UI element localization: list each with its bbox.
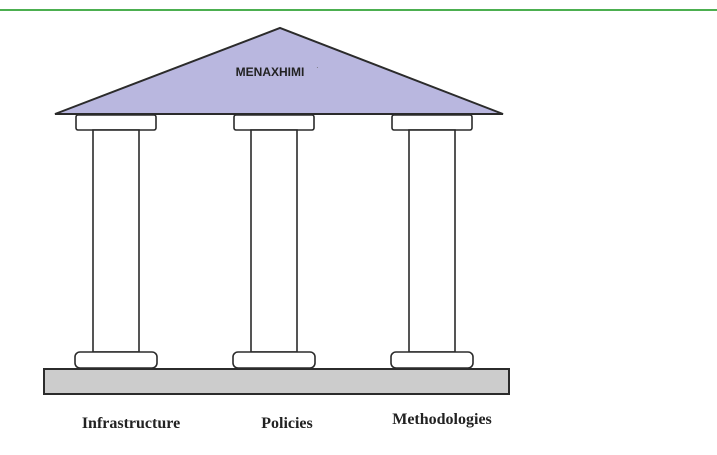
pillar-label-infrastructure: Infrastructure <box>82 415 180 432</box>
roof-title-mark: · <box>316 63 319 72</box>
pillar-label-methodologies: Methodologies <box>392 411 492 428</box>
roof-title: MENAXHIMI <box>236 65 305 79</box>
base-slab <box>43 368 510 395</box>
pillar-infrastructure <box>74 114 158 369</box>
pillar-capital <box>233 114 315 131</box>
pillar-label-policies: Policies <box>261 415 313 432</box>
pillar-footing <box>74 351 158 369</box>
pillar-footing <box>232 351 316 369</box>
pillar-methodologies <box>390 114 474 369</box>
pillar-policies <box>232 114 316 369</box>
pillar-capital <box>75 114 157 131</box>
pillar-capital <box>391 114 473 131</box>
top-divider-line <box>0 9 717 11</box>
roof-pediment <box>54 26 504 115</box>
pillar-shaft <box>250 129 298 353</box>
pillar-shaft <box>92 129 140 353</box>
pillar-shaft <box>408 129 456 353</box>
pillar-footing <box>390 351 474 369</box>
